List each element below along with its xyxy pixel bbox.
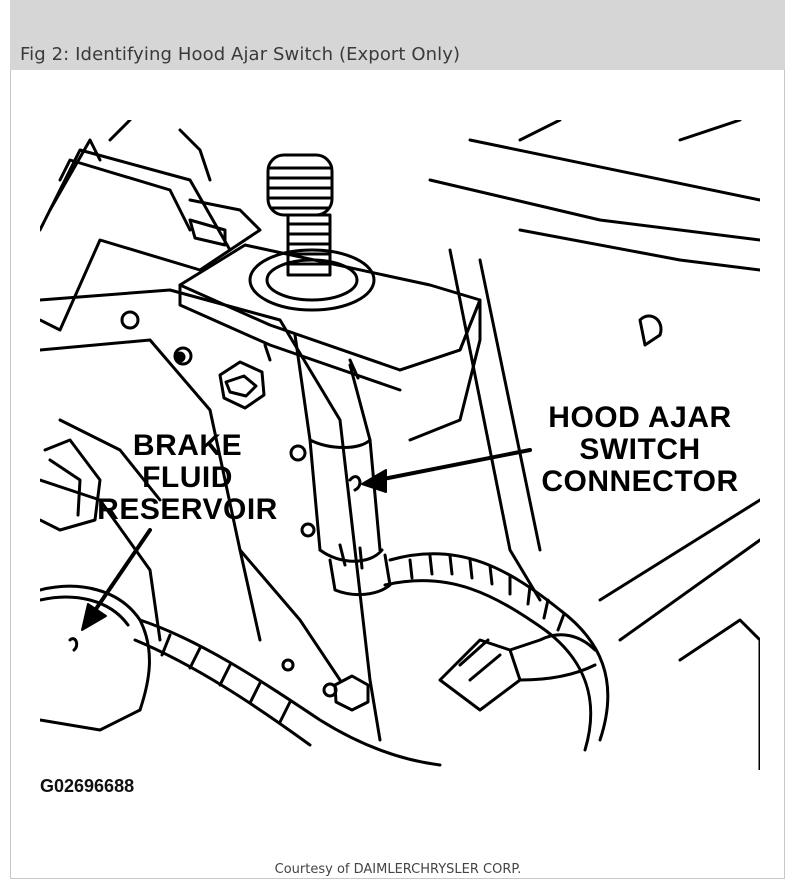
brake-fluid-reservoir bbox=[40, 438, 151, 732]
label-line: HOOD AJAR bbox=[548, 401, 732, 434]
wire-harness bbox=[133, 552, 610, 767]
bolt-heads bbox=[218, 360, 370, 712]
label-line: BRAKE bbox=[132, 429, 243, 462]
figure-frame bbox=[10, 0, 785, 879]
title-bar bbox=[10, 0, 785, 70]
label-line: RESERVOIR bbox=[97, 493, 278, 526]
switch-knob bbox=[248, 153, 376, 312]
figure-title: Fig 2: Identifying Hood Ajar Switch (Exp… bbox=[20, 44, 461, 65]
hood-switch-illustration bbox=[40, 120, 760, 770]
brake-fluid-reservoir-label: BRAKE FLUID RESERVOIR bbox=[95, 430, 280, 526]
lower-connector bbox=[438, 633, 597, 712]
radiator-support-panel bbox=[40, 288, 382, 742]
mounting-bracket bbox=[178, 243, 482, 442]
upper-left-bracket bbox=[40, 120, 262, 332]
label-line: CONNECTOR bbox=[541, 465, 739, 498]
right-structure bbox=[428, 120, 760, 770]
label-line: FLUID bbox=[142, 461, 233, 494]
arrow-heads bbox=[81, 469, 387, 631]
label-line: SWITCH bbox=[579, 433, 701, 466]
image-credit: Courtesy of DAIMLERCHRYSLER CORP. bbox=[274, 862, 522, 877]
figure-code: G02696688 bbox=[40, 776, 135, 796]
hood-ajar-switch-connector-label: HOOD AJAR SWITCH CONNECTOR bbox=[540, 402, 740, 498]
switch-body bbox=[293, 333, 392, 597]
